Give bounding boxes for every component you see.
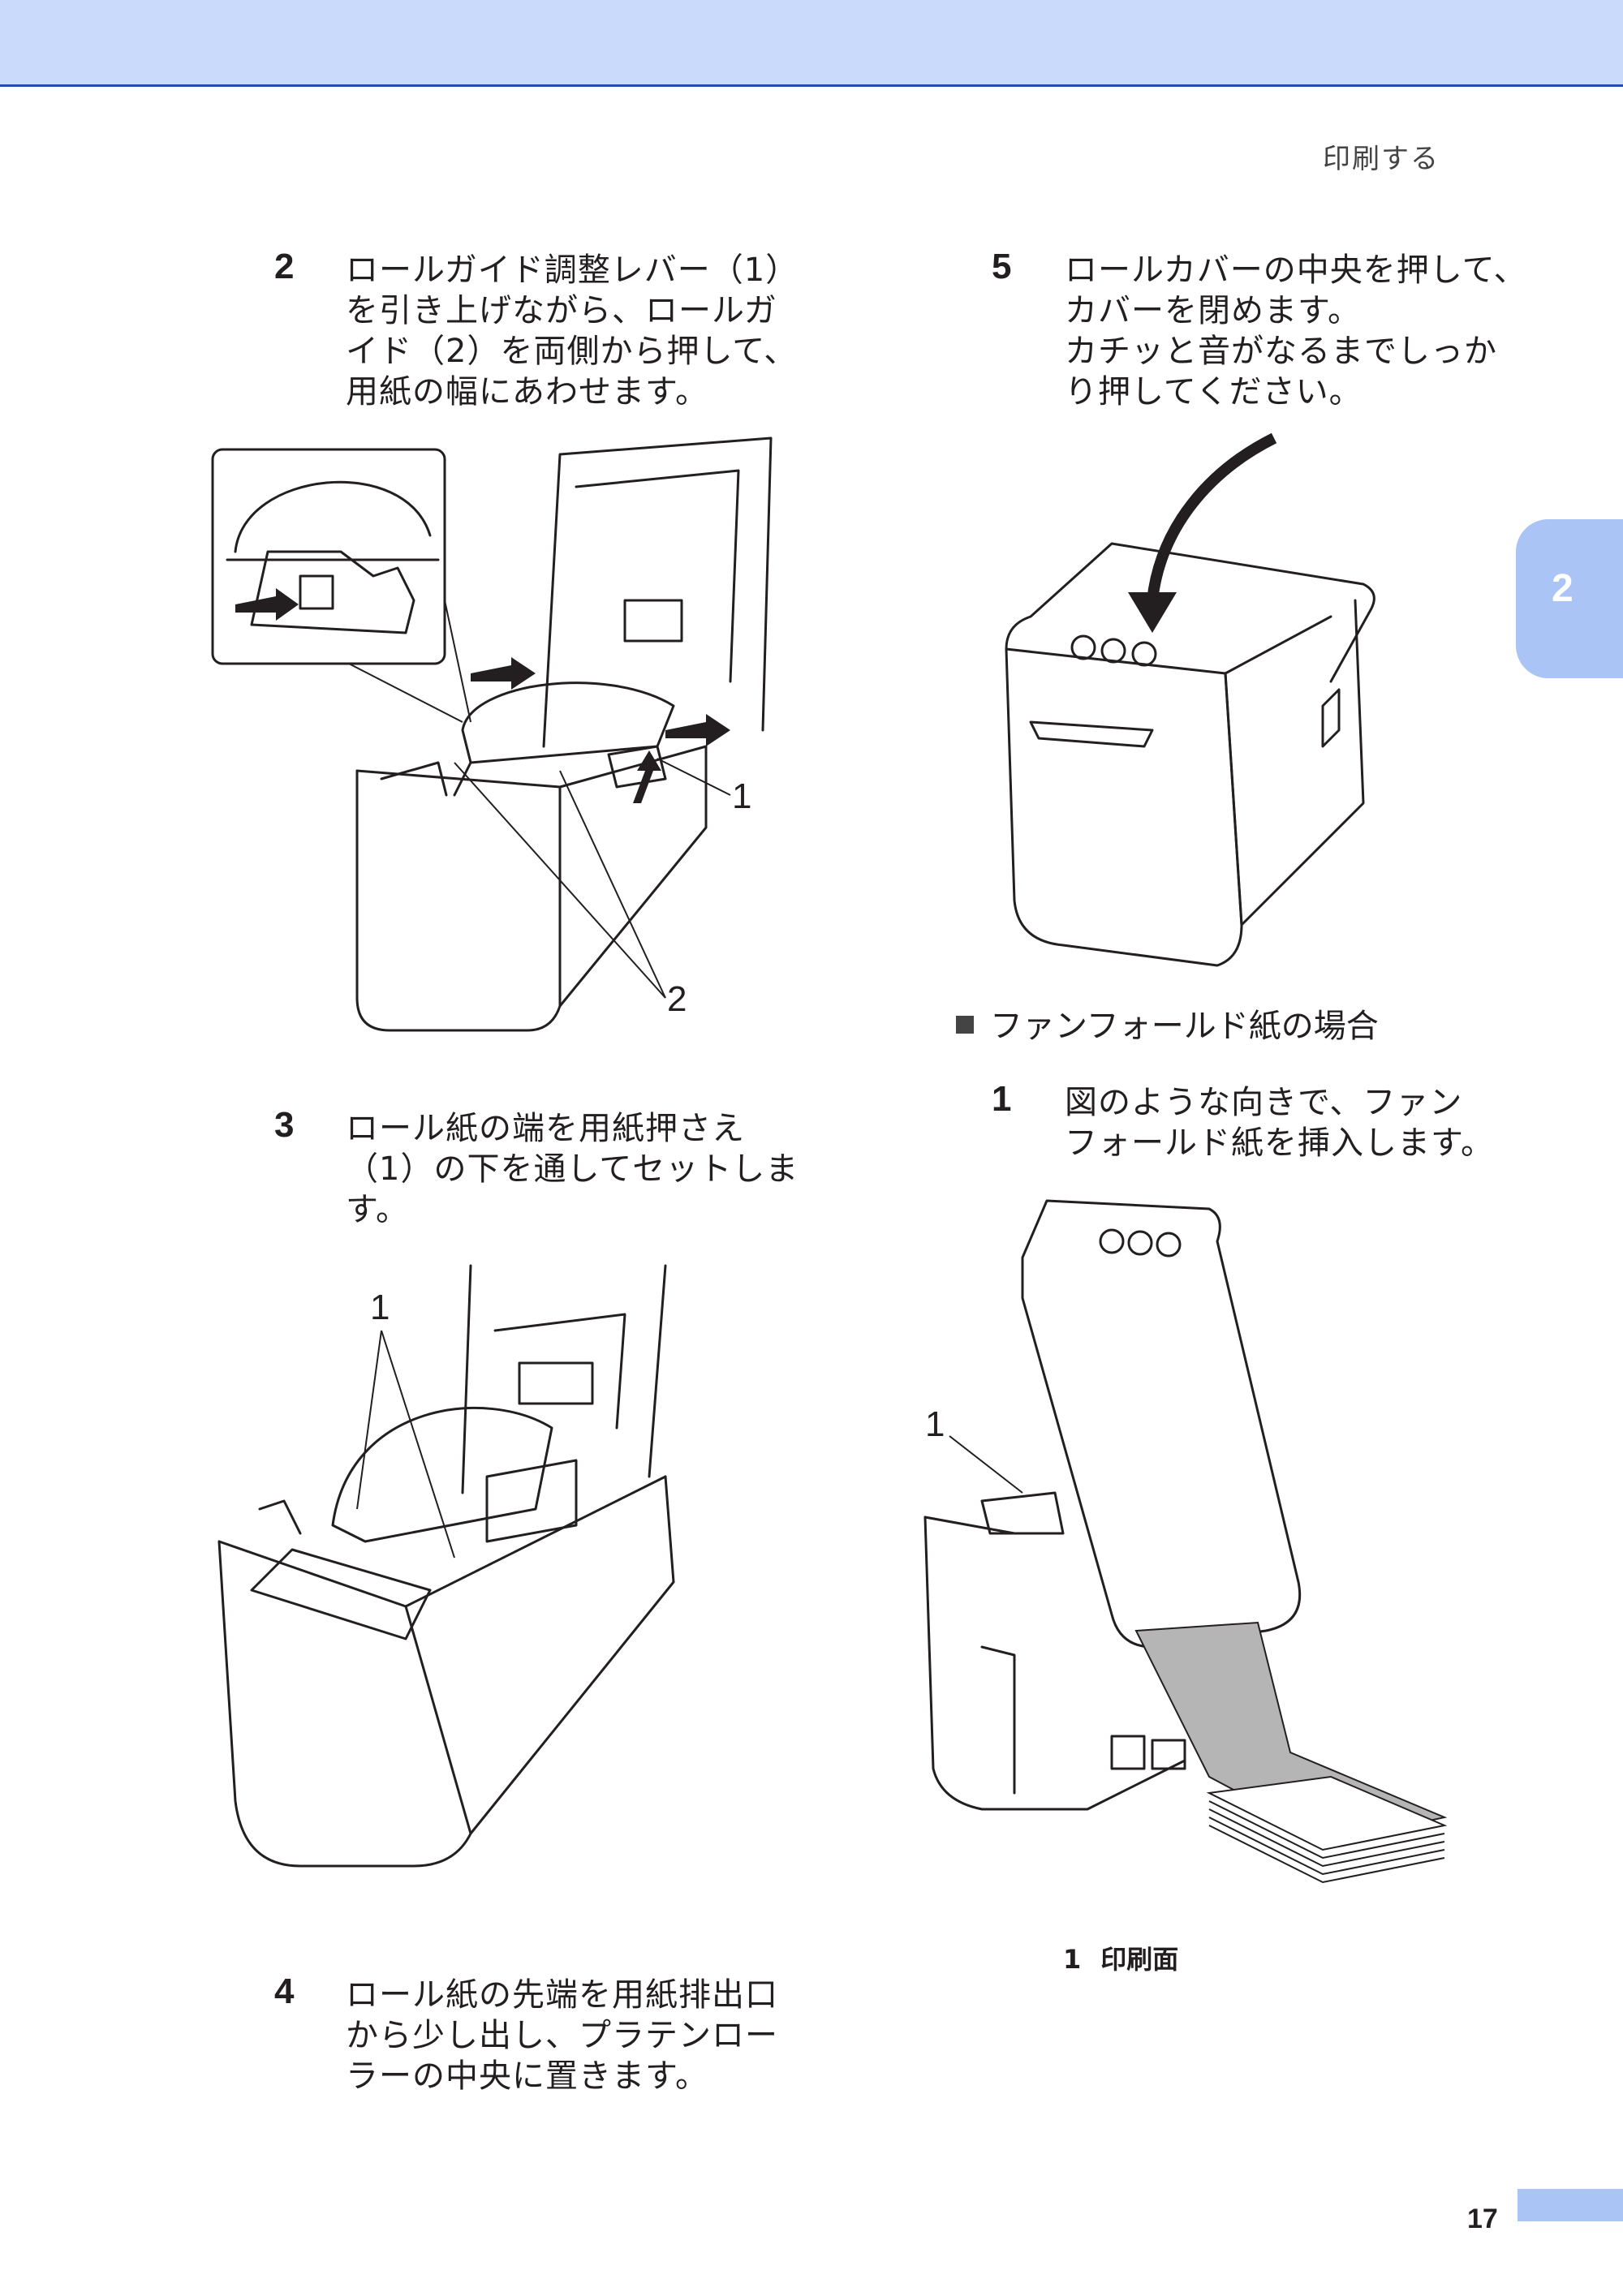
step-number: 1 bbox=[992, 1079, 1012, 1119]
square-bullet-icon bbox=[956, 1016, 974, 1034]
legend-text: 印刷面 bbox=[1100, 1944, 1179, 1975]
section-title: 印刷する bbox=[1323, 143, 1440, 175]
chapter-number: 2 bbox=[1552, 567, 1573, 610]
header-band bbox=[0, 0, 1623, 87]
step-number: 2 bbox=[274, 247, 295, 286]
step-text: ロールガイド調整レバー（1） を引き上げながら、ロールガ イド（2）を両側から押… bbox=[346, 252, 799, 411]
step-text: ロール紙の端を用紙押さえ （1）の下を通してセットしま す。 bbox=[346, 1110, 799, 1228]
fanfold-heading-text: ファンフォールド紙の場合 bbox=[990, 1008, 1379, 1045]
step-text: 図のような向きで、ファン フォールド紙を挿入します。 bbox=[1065, 1084, 1494, 1162]
roll-guide-illustration: 1 2 bbox=[211, 436, 773, 1032]
page-number-bar bbox=[1518, 2189, 1623, 2221]
step-number: 3 bbox=[274, 1105, 295, 1145]
callout-1: 1 bbox=[370, 1288, 390, 1327]
close-cover-illustration bbox=[1005, 432, 1375, 967]
figure-legend: 1 印刷面 bbox=[1063, 1939, 1178, 1976]
fanfold-heading: ファンフォールド紙の場合 bbox=[956, 1006, 1379, 1047]
callout-1: 1 bbox=[925, 1404, 945, 1444]
callout-1: 1 bbox=[732, 776, 751, 816]
step-text: ロール紙の先端を用紙排出口 から少し出し、プラテンロー ラーの中央に置きます。 bbox=[346, 1976, 778, 2095]
step-text: ロールカバーの中央を押して、 カバーを閉めます。 カチッと音がなるまでしっか り… bbox=[1065, 252, 1527, 411]
step-number: 4 bbox=[274, 1971, 295, 2011]
callout-2: 2 bbox=[667, 979, 687, 1019]
page-number: 17 bbox=[1467, 2204, 1498, 2234]
chapter-tab: 2 bbox=[1516, 519, 1623, 678]
fanfold-illustration: 1 bbox=[923, 1199, 1448, 1884]
legend-number: 1 bbox=[1063, 1944, 1082, 1975]
step-number: 5 bbox=[992, 247, 1012, 286]
paper-holder-illustration: 1 bbox=[217, 1264, 675, 1868]
